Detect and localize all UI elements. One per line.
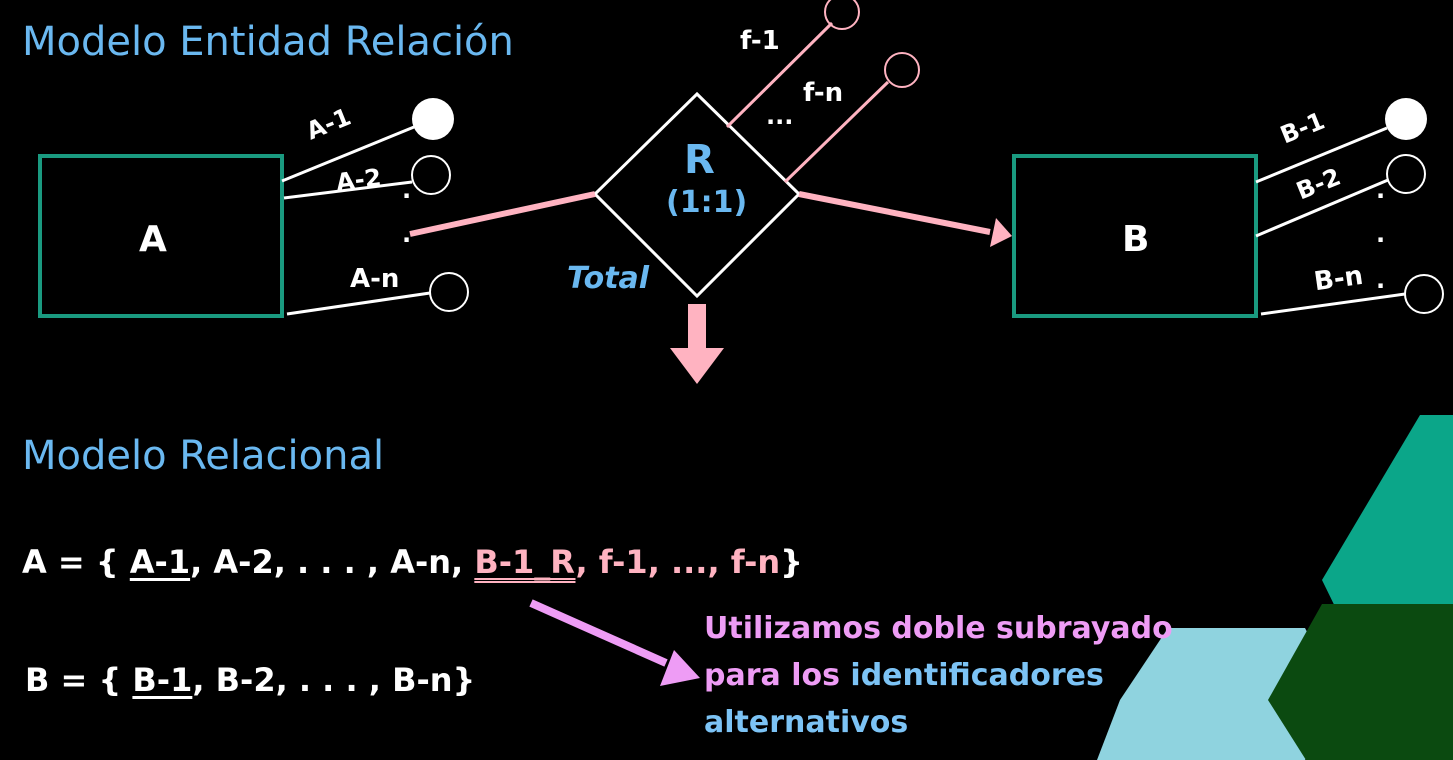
relational-model-title: Modelo Relacional <box>22 433 385 479</box>
relation-a-schema: A = { A-1, A-2, . . . , A-n, B-1_R, f-1,… <box>22 546 803 578</box>
attr-dot-b-1: . <box>1376 176 1386 204</box>
attr-line-b2 <box>1255 178 1389 238</box>
relation-b-close: } <box>452 661 476 699</box>
down-arrow-head <box>670 348 724 384</box>
key-attr-circle-a1 <box>412 98 454 140</box>
rel-attr-circle-fn <box>884 52 920 88</box>
relation-a-attrs: , A-2, . . . , A-n, <box>190 543 475 581</box>
entity-a-box <box>38 154 284 318</box>
link-r-to-b <box>798 191 991 235</box>
attr-line-an <box>286 291 431 316</box>
relation-a-primary-key: A-1 <box>129 543 191 581</box>
note-arrow-head <box>660 650 700 686</box>
participation-label: Total <box>567 261 650 296</box>
relation-a-close: } <box>780 543 803 581</box>
rel-attr-circle-f1 <box>824 0 860 30</box>
rel-attr-label-f1: f-1 <box>740 26 780 56</box>
attr-label-an: A-n <box>350 264 400 294</box>
relation-a-alternate-key: B-1_R <box>474 543 576 581</box>
link-r-to-b-arrowhead <box>990 218 1012 247</box>
deco-hex-light <box>1097 628 1340 760</box>
relation-a-prefix: A = { <box>22 543 119 581</box>
deco-hex-dark <box>1268 604 1453 760</box>
relation-b-attrs: , B-2, . . . , B-n <box>192 661 453 699</box>
link-a-to-r <box>409 191 596 237</box>
er-model-title: Modelo Entidad Relación <box>22 19 514 65</box>
attr-circle-a2 <box>411 155 451 195</box>
rel-attr-ellipsis: ... <box>766 102 794 130</box>
rel-attr-line-fn <box>783 80 890 184</box>
relationship-diamond <box>592 91 802 299</box>
relation-b-primary-key: B-1 <box>132 661 193 699</box>
entity-b-label: B <box>1122 219 1150 260</box>
attr-line-bn <box>1260 292 1406 316</box>
attr-line-a1 <box>281 125 415 183</box>
attr-dot-a-2: . <box>402 220 412 248</box>
relation-a-rel-attrs: , f-1, ..., f-n <box>575 543 781 581</box>
entity-a-label: A <box>139 219 167 260</box>
attr-circle-an <box>429 272 469 312</box>
down-arrow-shaft <box>688 304 706 350</box>
note-line-2-blue: identificadores <box>850 658 1104 693</box>
attr-label-a2: A-2 <box>334 163 383 197</box>
rel-attr-label-fn: f-n <box>803 78 844 108</box>
attr-dot-b-3: . <box>1376 266 1386 294</box>
note-line-1: Utilizamos doble subrayado <box>704 611 1173 646</box>
attr-label-bn: B-n <box>1312 260 1365 298</box>
key-attr-circle-b1 <box>1385 98 1427 140</box>
note-arrow-line <box>529 599 668 667</box>
attr-line-a2 <box>283 180 413 200</box>
rel-attr-line-f1 <box>725 21 834 129</box>
relationship-name: R <box>684 137 715 183</box>
relation-b-schema: B = { B-1, B-2, . . . , B-n} <box>25 664 475 696</box>
attr-circle-b2 <box>1386 154 1426 194</box>
attr-dot-b-2: . <box>1376 220 1386 248</box>
note-line-2: para los identificadores <box>704 661 1104 691</box>
note-line-3: alternativos <box>704 705 909 740</box>
attr-line-b1 <box>1255 126 1388 184</box>
attr-circle-bn <box>1404 274 1444 314</box>
attr-dot-a-1: . <box>402 176 412 204</box>
relation-b-prefix: B = { <box>25 661 122 699</box>
note-line-2-pink: para los <box>704 658 851 693</box>
relationship-cardinality: (1:1) <box>666 185 748 220</box>
